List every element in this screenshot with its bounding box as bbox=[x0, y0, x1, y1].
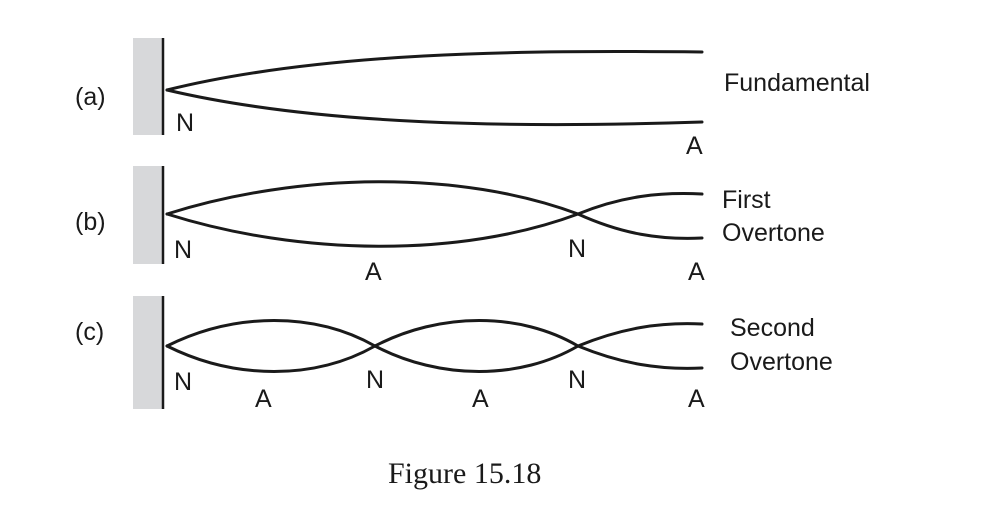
mode-name-b-line1: First bbox=[722, 186, 771, 214]
wave-upper-a bbox=[165, 49, 704, 92]
node-mark-b-2: N bbox=[568, 235, 586, 263]
node-mark-b-1: N bbox=[174, 236, 192, 264]
panel-label-c: (c) bbox=[75, 318, 104, 346]
node-mark-c-2: N bbox=[366, 366, 384, 394]
node-mark-a-1: N bbox=[176, 109, 194, 137]
wall-b bbox=[133, 166, 163, 264]
mode-name-b-line2: Overtone bbox=[722, 219, 825, 247]
wall-a bbox=[133, 38, 163, 135]
antinode-mark-c-2: A bbox=[472, 385, 489, 413]
panel-label-a: (a) bbox=[75, 83, 106, 111]
mode-name-c-line1: Second bbox=[730, 314, 815, 342]
mode-name-a-line1: Fundamental bbox=[724, 69, 870, 97]
node-mark-c-3: N bbox=[568, 366, 586, 394]
figure-caption: Figure 15.18 bbox=[388, 457, 541, 490]
wall-c bbox=[133, 296, 163, 409]
panel-c: (c) N N N A A A Second Overtone bbox=[75, 296, 833, 413]
antinode-mark-c-1: A bbox=[255, 385, 272, 413]
mode-name-c-line2: Overtone bbox=[730, 348, 833, 376]
antinode-mark-c-3: A bbox=[688, 385, 705, 413]
wave-upper-b bbox=[165, 180, 704, 216]
panel-a: (a) N A Fundamental bbox=[75, 38, 870, 160]
wave-upper-c bbox=[165, 319, 704, 348]
antinode-mark-b-2: A bbox=[688, 258, 705, 286]
panel-b: (b) N N A A First Overtone bbox=[75, 166, 825, 286]
wave-lower-c bbox=[165, 344, 704, 373]
wave-lower-b bbox=[165, 212, 704, 248]
panel-label-b: (b) bbox=[75, 208, 106, 236]
wave-lower-a bbox=[165, 88, 704, 127]
node-mark-c-1: N bbox=[174, 368, 192, 396]
antinode-mark-b-1: A bbox=[365, 258, 382, 286]
antinode-mark-a-1: A bbox=[686, 132, 703, 160]
